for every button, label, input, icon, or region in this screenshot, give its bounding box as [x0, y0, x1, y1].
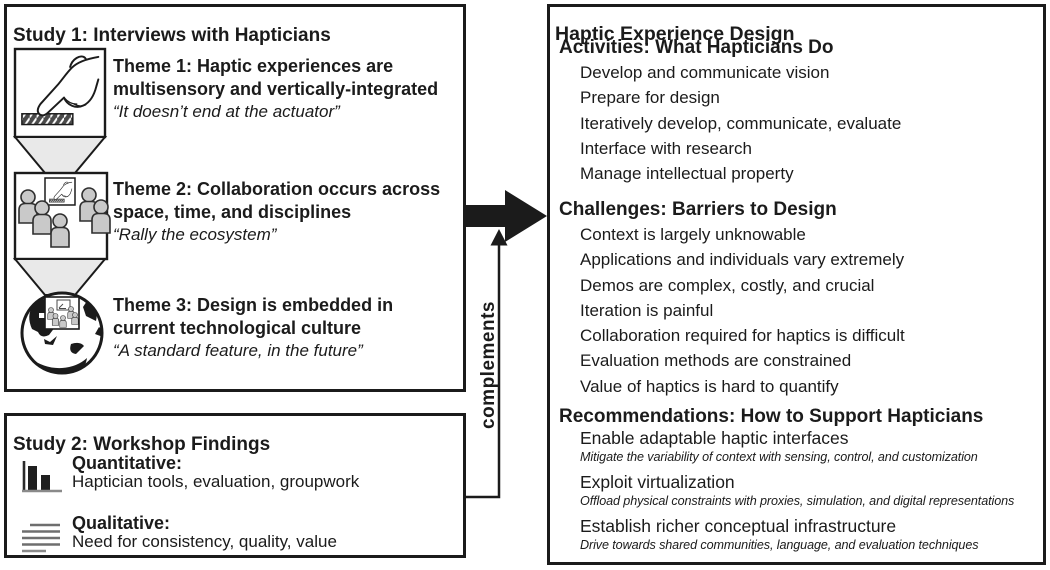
recommendation-2: Establish richer conceptual infrastructu… — [580, 516, 1043, 554]
theme-3-line-1: Theme 3: Design is embedded in — [113, 295, 394, 315]
haptic-experience-design-panel: Haptic Experience Design Activities: Wha… — [547, 4, 1046, 565]
globe-icon — [20, 291, 104, 375]
complements-label: complements — [478, 301, 499, 429]
recommendations-heading: Recommendations: How to Support Hapticia… — [559, 406, 984, 427]
challenges-item-3: Iteration is painful — [580, 300, 714, 320]
quantitative-label: Quantitative: — [72, 453, 183, 473]
activities-item-2: Iteratively develop, communicate, evalua… — [580, 113, 902, 133]
funnel-shape — [13, 136, 108, 174]
recommendation-0-label: Enable adaptable haptic interfaces — [580, 428, 849, 448]
study2-panel: Study 2: Workshop Findings Quantitative:… — [4, 413, 466, 558]
theme-1: Theme 1: Haptic experiences are multisen… — [113, 55, 465, 122]
challenges-item-4: Collaboration required for haptics is di… — [580, 326, 905, 346]
recommendations-section: Recommendations: How to Support Hapticia… — [550, 405, 1043, 561]
recommendation-1: Exploit virtualization Offload physical … — [580, 472, 1043, 510]
zoom-out-illustration — [13, 47, 111, 375]
theme-2-line-1: Theme 2: Collaboration occurs across — [113, 179, 441, 199]
qualitative-label: Qualitative: — [72, 513, 171, 533]
recommendation-1-label: Exploit virtualization — [580, 472, 735, 492]
theme-2-quote: “Rally the ecosystem” — [113, 225, 277, 244]
challenges-item-0: Context is largely unknowable — [580, 225, 806, 244]
study1-title: Study 1: Interviews with Hapticians — [13, 24, 331, 46]
activities-item-0: Develop and communicate vision — [580, 63, 830, 82]
hed-title: Haptic Experience Design — [555, 23, 795, 46]
recommendation-1-detail: Offload physical constraints with proxie… — [580, 493, 1015, 508]
study1-panel: Study 1: Interviews with Hapticians — [4, 4, 466, 392]
people-group-icon — [13, 171, 111, 261]
theme-3-quote: “A standard feature, in the future” — [113, 341, 363, 360]
hand-touch-icon — [13, 47, 107, 139]
recommendation-2-detail: Drive towards shared communities, langua… — [580, 537, 979, 552]
complements-arrowhead-icon — [490, 229, 508, 246]
challenges-heading: Challenges: Barriers to Design — [559, 199, 837, 220]
recommendation-0: Enable adaptable haptic interfaces Mitig… — [580, 428, 1043, 466]
activities-item-3: Interface with research — [580, 138, 752, 158]
recommendation-2-label: Establish richer conceptual infrastructu… — [580, 516, 897, 536]
study2-title: Study 2: Workshop Findings — [13, 433, 271, 455]
activities-item-1: Prepare for design — [580, 88, 720, 108]
challenges-item-5: Evaluation methods are constrained — [580, 351, 852, 371]
activities-item-4: Manage intellectual property — [580, 164, 794, 184]
recommendation-0-detail: Mitigate the variability of context with… — [580, 449, 978, 464]
qualitative-text: Need for consistency, quality, value — [72, 532, 337, 551]
challenges-item-2: Demos are complex, costly, and crucial — [580, 275, 875, 295]
challenges-item-1: Applications and individuals vary extrem… — [580, 250, 905, 270]
activities-section: Activities: What Hapticians Do Develop a… — [550, 36, 1043, 186]
activities-heading: Activities: What Hapticians Do — [559, 37, 834, 58]
flow-arrow-icon — [466, 190, 547, 242]
theme-3-line-2: current technological culture — [113, 317, 362, 338]
funnel-shape — [13, 258, 108, 296]
theme-1-quote: “It doesn’t end at the actuator” — [113, 102, 340, 121]
theme-2-line-2: space, time, and disciplines — [113, 201, 352, 222]
quantitative-text: Haptician tools, evaluation, groupwork — [72, 472, 360, 491]
theme-1-line-1: Theme 1: Haptic experiences are — [113, 56, 394, 76]
theme-2: Theme 2: Collaboration occurs across spa… — [113, 178, 465, 245]
challenges-item-6: Value of haptics is hard to quantify — [580, 376, 839, 396]
theme-3: Theme 3: Design is embedded in current t… — [113, 294, 465, 361]
text-lines-icon — [22, 523, 60, 553]
challenges-section: Challenges: Barriers to Design Context i… — [550, 198, 1043, 399]
theme-1-line-2: multisensory and vertically-integrated — [113, 78, 439, 99]
bar-chart-icon — [22, 461, 62, 493]
